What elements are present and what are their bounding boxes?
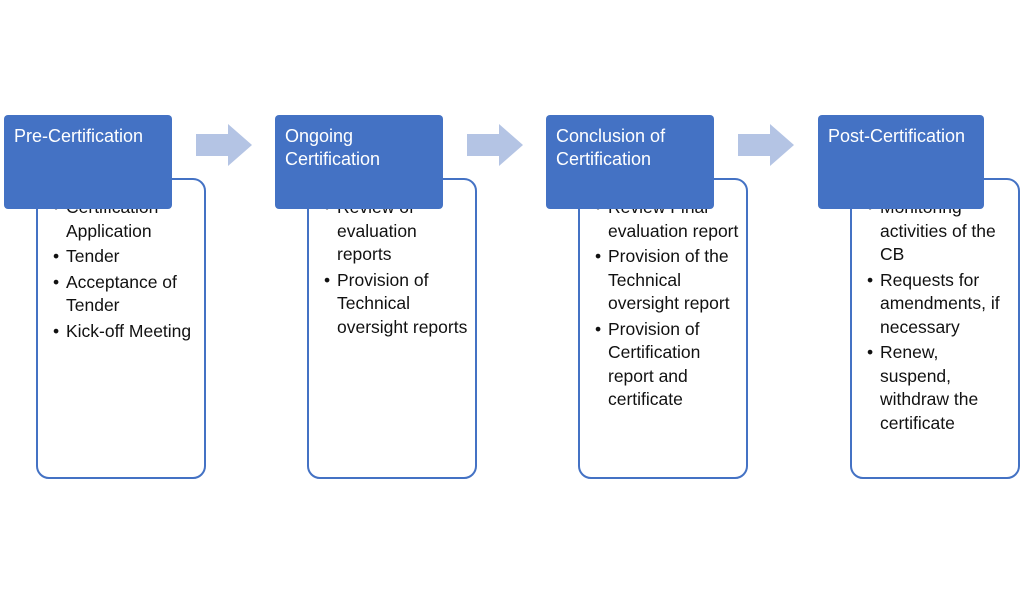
- stage-card: •Monitoring activities of the CB •Reques…: [850, 178, 1020, 479]
- list-item: •Requests for amendments, if necessary: [867, 269, 1000, 337]
- list-item: •Provision of Technical oversight report…: [324, 269, 468, 337]
- stage-title: Conclusion of Certification: [546, 115, 714, 209]
- stage-title: Ongoing Certification: [275, 115, 443, 209]
- stage-card: •Review of evaluation reports •Provision…: [307, 178, 477, 479]
- stage-card: •Certification Application •Tender •Acce…: [36, 178, 206, 479]
- stage-title: Pre-Certification: [4, 115, 172, 209]
- right-arrow-icon: [738, 124, 794, 166]
- list-item: •Provision of Certification report and c…: [595, 318, 701, 410]
- stage-pre-certification: •Certification Application •Tender •Acce…: [4, 115, 234, 485]
- stage-ongoing-certification: •Review of evaluation reports •Provision…: [275, 115, 505, 485]
- list-item: •Tender: [53, 246, 120, 266]
- stage-item-list: •Review of evaluation reports •Provision…: [324, 196, 471, 339]
- stage-title: Post-Certification: [818, 115, 984, 209]
- right-arrow-icon: [196, 124, 252, 166]
- list-item: •Provision of the Technical oversight re…: [595, 246, 730, 313]
- right-arrow-icon: [467, 124, 523, 166]
- list-item: •Acceptance of Tender: [53, 271, 177, 316]
- stage-card: •Review Final evaluation report •Provisi…: [578, 178, 748, 479]
- stage-conclusion-of-certification: •Review Final evaluation report •Provisi…: [546, 115, 776, 485]
- list-item: •Renew, suspend, withdraw the certificat…: [867, 342, 979, 433]
- stage-item-list: •Certification Application •Tender •Acce…: [53, 196, 200, 343]
- list-item: •Kick-off Meeting: [53, 320, 192, 341]
- stage-item-list: •Monitoring activities of the CB •Reques…: [867, 196, 1014, 435]
- stage-item-list: •Review Final evaluation report •Provisi…: [595, 196, 742, 412]
- stage-post-certification: •Monitoring activities of the CB •Reques…: [818, 115, 1024, 485]
